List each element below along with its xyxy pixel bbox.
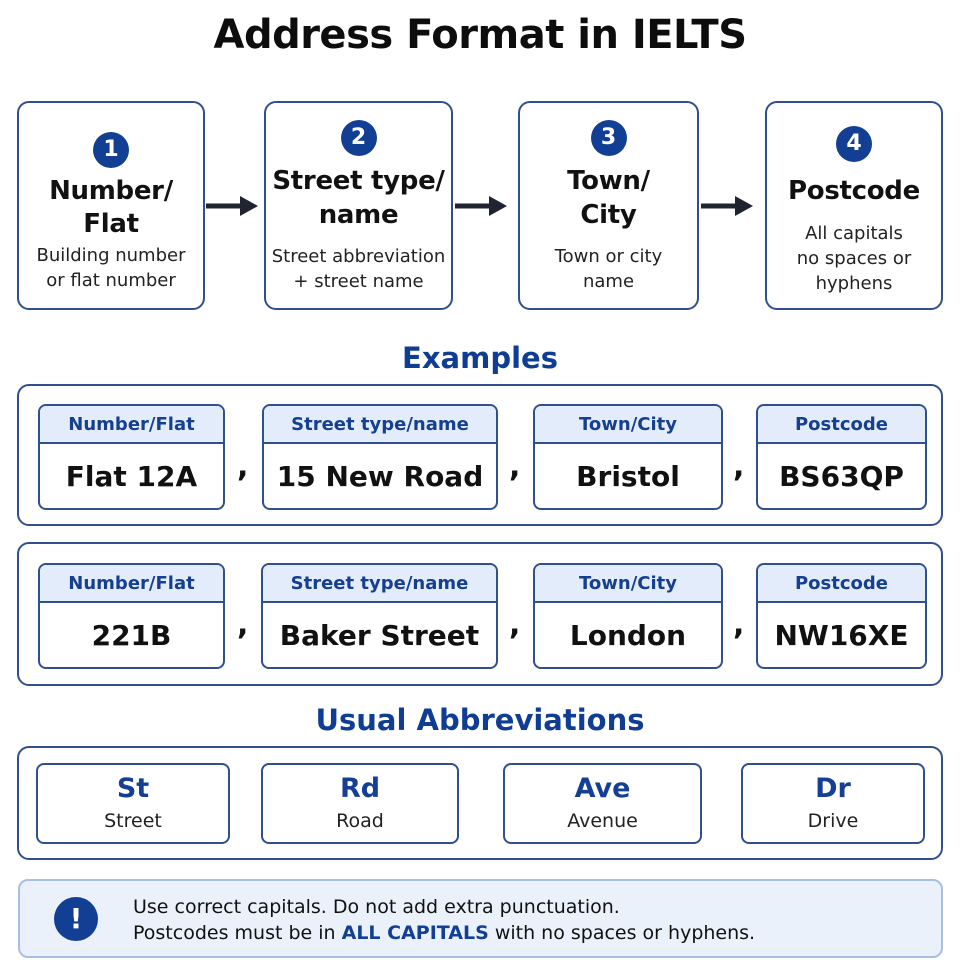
step-number-badge: 4 [836, 126, 872, 162]
step-number-flat: 1 Number/ Flat Building number or flat n… [17, 101, 205, 310]
abbreviation-long: Avenue [567, 810, 638, 832]
step-desc-line2: + street name [293, 271, 424, 292]
abbreviation-short: Dr [815, 773, 851, 804]
card-value: Bristol [576, 460, 680, 493]
step-heading-line1: Number/ [49, 176, 173, 206]
abbreviation-card-st: St Street [36, 763, 230, 844]
step-desc-line1: Building number [36, 245, 186, 266]
step-postcode: 4 Postcode All capitals no spaces or hyp… [765, 101, 943, 310]
card-header: Number/Flat [40, 565, 223, 603]
separator-comma: , [733, 449, 745, 484]
examples-title: Examples [402, 341, 558, 375]
note-line-2-end: with no spaces or hyphens. [488, 922, 756, 944]
card-value: Flat 12A [65, 460, 198, 493]
exclamation-icon: ! [54, 897, 98, 941]
step-number-badge: 3 [590, 120, 627, 156]
card-header: Street type/name [264, 406, 496, 444]
example-number-card: Number/Flat Flat 12A [38, 404, 225, 510]
separator-comma: , [509, 449, 521, 484]
note-box: ! Use correct capitals. Do not add extra… [18, 879, 943, 958]
step-heading-line1: Postcode [788, 176, 920, 206]
abbreviation-short: Rd [339, 773, 381, 804]
step-heading-line2: City [580, 200, 637, 230]
page-title: Address Format in IELTS [213, 12, 747, 58]
step-heading-line2: name [318, 200, 399, 230]
separator-comma: , [237, 449, 249, 484]
card-value: 221B [91, 619, 172, 652]
card-value: 15 New Road [276, 460, 484, 493]
abbreviation-long: Drive [807, 810, 859, 832]
note-highlight: ALL CAPITALS [341, 922, 489, 944]
step-town-city: 3 Town/ City Town or city name [518, 101, 699, 310]
example-number-card: Number/Flat 221B [38, 563, 225, 669]
abbreviation-card-rd: Rd Road [261, 763, 459, 844]
separator-comma: , [237, 607, 249, 642]
step-heading-line1: Town/ [567, 166, 650, 196]
card-value: NW16XE [774, 619, 909, 652]
separator-comma: , [509, 607, 521, 642]
card-header: Postcode [758, 565, 925, 603]
card-value: Baker Street [279, 619, 480, 652]
step-desc-line1: Town or city [554, 246, 663, 267]
abbreviation-short: Ave [574, 773, 631, 804]
step-heading-line2: Flat [83, 209, 139, 239]
arrow-right-icon [206, 196, 258, 216]
example-panel-1: Number/Flat Flat 12A , Street type/name … [17, 384, 943, 526]
card-header: Town/City [535, 565, 721, 603]
separator-comma: , [733, 607, 745, 642]
step-number-badge: 2 [340, 120, 377, 156]
abbreviation-short: St [116, 773, 150, 804]
step-desc-line1: All capitals [805, 223, 903, 244]
example-street-card: Street type/name 15 New Road [262, 404, 498, 510]
step-desc-line2: no spaces or [796, 248, 912, 269]
note-line-1: Use correct capitals. Do not add extra p… [133, 896, 620, 918]
abbreviation-card-dr: Dr Drive [741, 763, 925, 844]
step-desc-line3: hyphens [815, 273, 893, 294]
abbreviation-card-ave: Ave Avenue [503, 763, 702, 844]
abbreviation-long: Street [104, 810, 162, 832]
example-town-card: Town/City Bristol [533, 404, 723, 510]
arrow-right-icon [455, 196, 507, 216]
step-desc-line1: Street abbreviation [271, 246, 446, 267]
example-panel-2: Number/Flat 221B , Street type/name Bake… [17, 542, 943, 686]
step-desc-line2: name [582, 271, 635, 292]
card-value: BS63QP [779, 460, 904, 493]
note-line-2: Postcodes must be in ALL CAPITALS with n… [133, 921, 755, 946]
note-line-2-start: Postcodes must be in [133, 922, 342, 944]
step-heading-line1: Street type/ [272, 166, 445, 196]
card-header: Street type/name [263, 565, 496, 603]
step-number-badge: 1 [93, 132, 129, 168]
abbreviation-long: Road [336, 810, 384, 832]
abbreviations-title: Usual Abbreviations [315, 703, 645, 737]
example-postcode-card: Postcode NW16XE [756, 563, 927, 669]
card-value: London [569, 619, 687, 652]
arrow-right-icon [701, 196, 753, 216]
step-desc-line2: or flat number [46, 270, 176, 291]
step-street: 2 Street type/ name Street abbreviation … [264, 101, 453, 310]
card-header: Number/Flat [40, 406, 223, 444]
example-town-card: Town/City London [533, 563, 723, 669]
example-postcode-card: Postcode BS63QP [756, 404, 927, 510]
card-header: Postcode [758, 406, 925, 444]
card-header: Town/City [535, 406, 721, 444]
example-street-card: Street type/name Baker Street [261, 563, 498, 669]
